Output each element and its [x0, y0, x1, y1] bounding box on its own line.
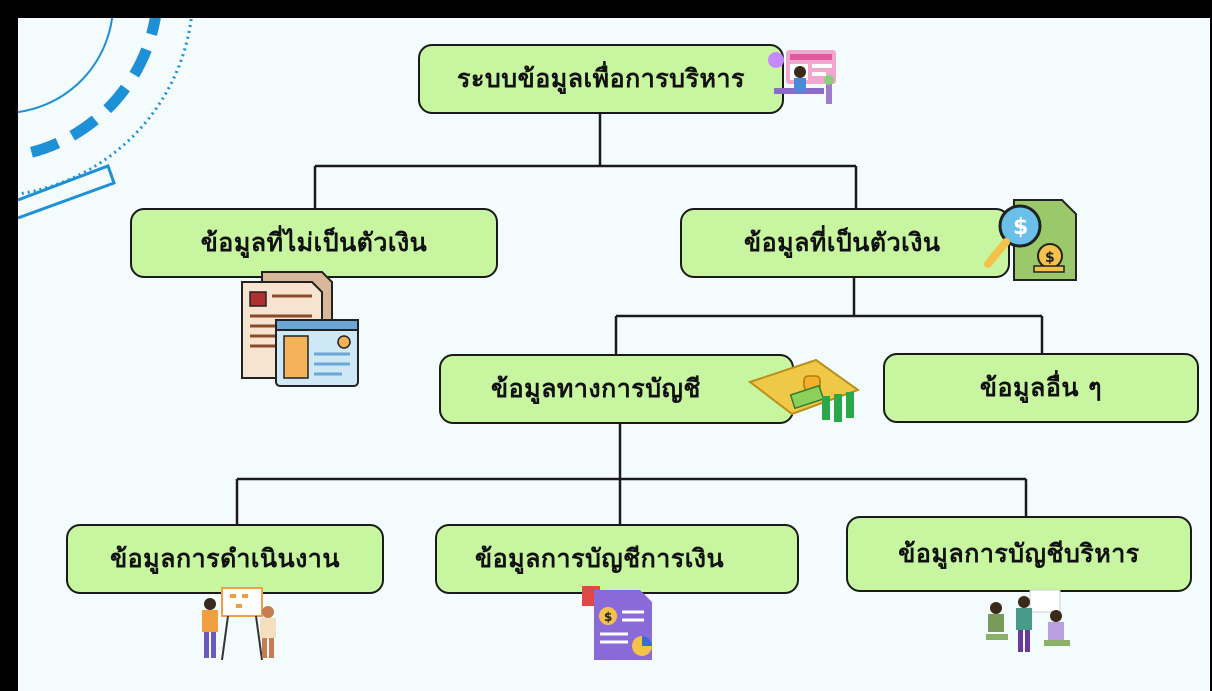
svg-text:$: $ — [1013, 215, 1028, 240]
documents-icon — [241, 271, 359, 387]
money-pad-icon — [747, 358, 861, 422]
node-operations: ข้อมูลการดำเนินงาน — [66, 524, 384, 594]
node-accounting: ข้อมูลทางการบัญชี — [439, 354, 794, 424]
presentation-people-icon — [202, 587, 276, 661]
meeting-people-icon — [986, 589, 1070, 652]
svg-text:$: $ — [1045, 250, 1055, 266]
finance-report-icon: $ — [582, 586, 652, 660]
decorative-arcs — [18, 18, 193, 220]
connector-lines — [235, 114, 1044, 524]
svg-text:$: $ — [604, 610, 612, 624]
node-management-accounting: ข้อมูลการบัญชีบริหาร — [846, 516, 1192, 592]
node-non-monetary: ข้อมูลที่ไม่เป็นตัวเงิน — [130, 208, 498, 278]
node-financial-accounting: ข้อมูลการบัญชีการเงิน — [435, 524, 799, 594]
money-magnifier-icon: $ $ — [984, 199, 1077, 281]
workstation-icon — [768, 50, 836, 104]
node-root: ระบบข้อมูลเพื่อการบริหาร — [418, 44, 784, 114]
node-monetary: ข้อมูลที่เป็นตัวเงิน — [680, 208, 1010, 278]
node-other: ข้อมูลอื่น ๆ — [883, 353, 1199, 423]
diagram-canvas: ระบบข้อมูลเพื่อการบริหาร ข้อมูลที่ไม่เป็… — [18, 18, 1210, 691]
